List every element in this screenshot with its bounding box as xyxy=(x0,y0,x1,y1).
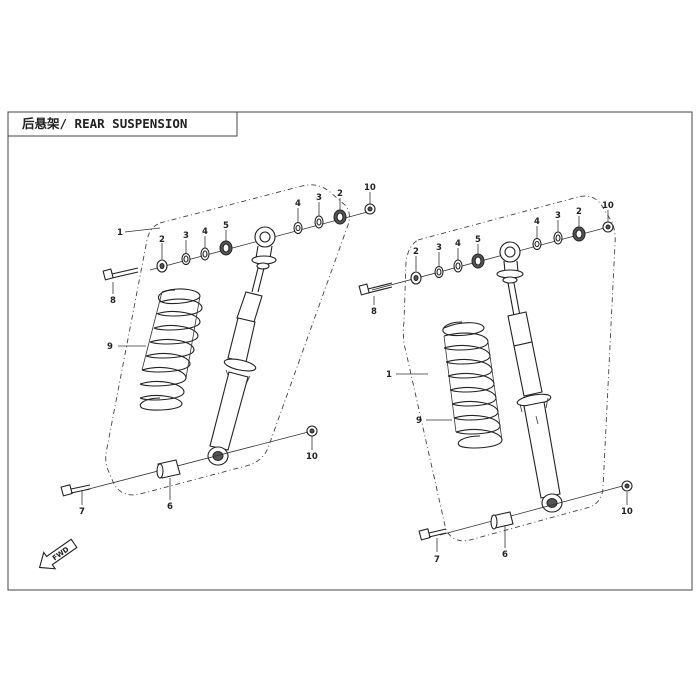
callout-4-right-a: 4 xyxy=(455,239,461,249)
sleeve-6-right xyxy=(490,511,514,530)
left-assembly: 1 2 3 4 5 4 3 2 10 8 9 7 6 10 xyxy=(60,183,376,517)
callout-10-left-top: 10 xyxy=(364,183,376,193)
callout-10-right-bottom: 10 xyxy=(621,507,633,517)
callout-5-left: 5 xyxy=(223,221,229,231)
callout-8-left: 8 xyxy=(110,296,116,306)
bolt-8-left xyxy=(102,267,139,281)
callout-4-right-b: 4 xyxy=(534,217,540,227)
diagram-frame xyxy=(7,111,693,591)
callout-2-right-b: 2 xyxy=(576,207,582,217)
coil-spring-9-right xyxy=(442,321,503,449)
bolt-8-right xyxy=(358,282,393,296)
callout-3-right-b: 3 xyxy=(555,211,561,221)
callout-4-left-a: 4 xyxy=(202,227,208,237)
bolt-7-left xyxy=(60,484,91,497)
callout-2-left-b: 2 xyxy=(337,189,343,199)
callout-2-right-a: 2 xyxy=(413,247,419,257)
callout-2-left-a: 2 xyxy=(159,235,165,245)
callout-3-left-a: 3 xyxy=(183,231,189,241)
diagram-title: 后悬架/ REAR SUSPENSION xyxy=(22,116,187,131)
callout-9-right: 9 xyxy=(416,416,422,426)
callout-10-right-top: 10 xyxy=(602,201,614,211)
sleeve-6-left xyxy=(156,459,181,479)
title-box xyxy=(8,111,238,137)
callout-8-right: 8 xyxy=(371,307,377,317)
coil-spring-9-left xyxy=(139,288,203,411)
callout-7-right: 7 xyxy=(434,555,440,565)
shock-top-eye-left xyxy=(251,226,277,270)
fwd-arrow-icon: FWD xyxy=(38,538,78,570)
callout-1-right: 1 xyxy=(386,370,392,380)
callout-9-left: 9 xyxy=(107,342,113,352)
callout-4-left-b: 4 xyxy=(295,199,301,209)
callout-3-right-a: 3 xyxy=(436,243,442,253)
callout-7-left: 7 xyxy=(79,507,85,517)
callout-5-right: 5 xyxy=(475,235,481,245)
shock-absorber-left xyxy=(207,267,265,466)
callout-3-left-b: 3 xyxy=(316,193,322,203)
left-assembly-boundary xyxy=(105,184,350,496)
callout-6-right: 6 xyxy=(502,550,508,560)
bolt-7-right xyxy=(418,528,447,541)
callout-1-left: 1 xyxy=(117,228,123,238)
callout-10-left-bottom: 10 xyxy=(306,452,318,462)
shock-absorber-right xyxy=(507,282,563,513)
callout-6-left: 6 xyxy=(167,502,173,512)
right-assembly-boundary xyxy=(402,195,616,542)
shock-top-eye-right xyxy=(496,241,524,284)
right-assembly: 2 3 4 5 4 3 2 10 8 1 9 7 6 10 xyxy=(358,195,633,565)
